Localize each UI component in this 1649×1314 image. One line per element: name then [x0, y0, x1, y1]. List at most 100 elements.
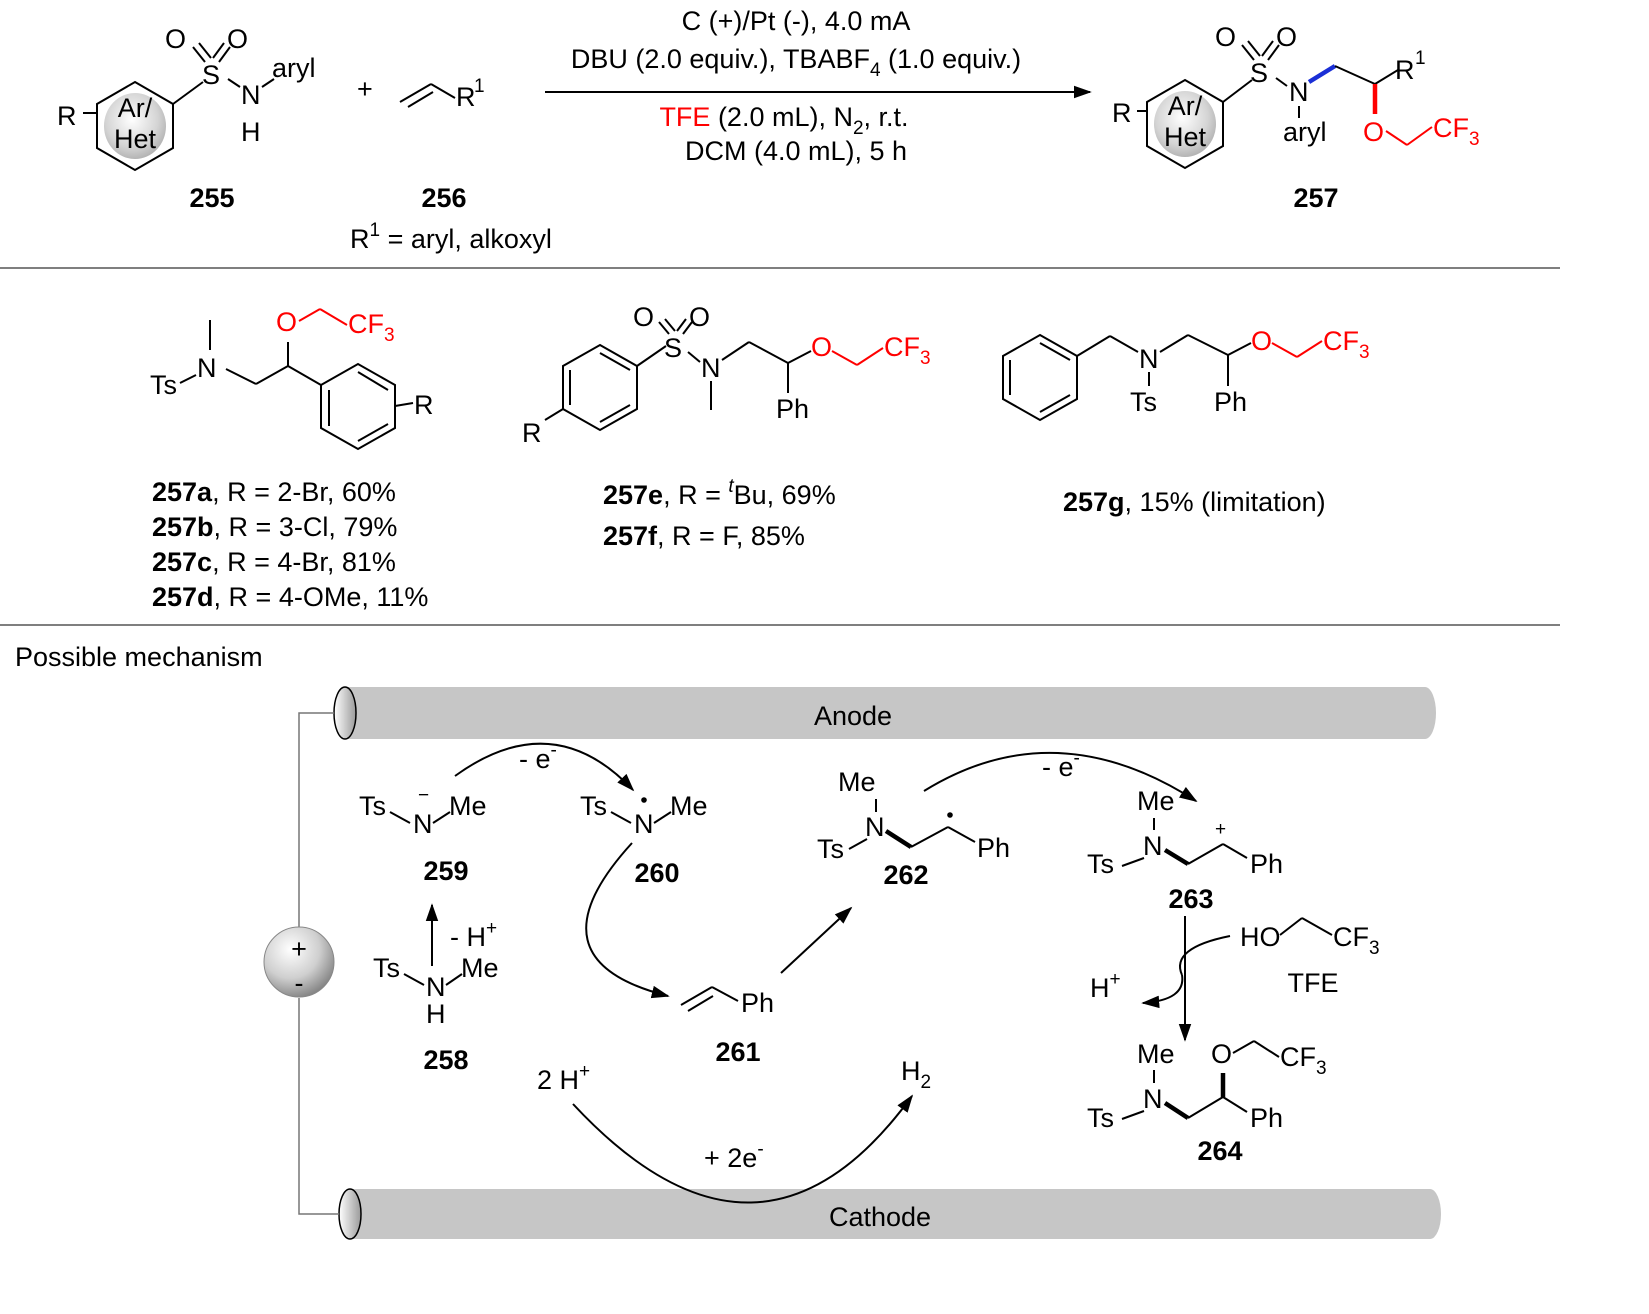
aryl-label: aryl — [272, 53, 316, 83]
svg-text:N: N — [1143, 831, 1163, 861]
scope-entry: 257e, R = tBu, 69% — [603, 476, 836, 510]
ring-shading — [1154, 91, 1216, 157]
proton-label: H+ — [1090, 969, 1121, 1003]
power-source — [263, 926, 335, 998]
svg-text:Me: Me — [461, 953, 499, 983]
svg-text:1: 1 — [1415, 48, 1426, 69]
svg-text:S: S — [1250, 58, 1268, 88]
condition-electrodes: C (+)/Pt (-), 4.0 mA — [682, 6, 911, 36]
svg-text:O: O — [1215, 22, 1236, 52]
hydrogen-atom: H — [241, 117, 261, 147]
r1-definition: R1 = aryl, alkoxyl — [350, 220, 552, 254]
species-261: Ph 261 — [680, 986, 774, 1067]
hydrogen-gas-label: H2 — [901, 1056, 931, 1093]
svg-text:O: O — [1251, 326, 1272, 356]
svg-text:−: − — [418, 785, 429, 806]
deprotonation-label: - H+ — [450, 918, 497, 952]
anode: Anode — [333, 686, 1436, 740]
scope-entries-1: 257a, R = 2-Br, 60% 257b, R = 3-Cl, 79% … — [152, 477, 428, 612]
svg-text:CF3: CF3 — [1333, 922, 1380, 959]
compound-number: 263 — [1168, 884, 1213, 914]
reduction-label: + 2e- — [704, 1139, 764, 1173]
nitrogen-atom: N — [241, 80, 261, 110]
radical-dot — [947, 812, 953, 818]
reaction-conditions: C (+)/Pt (-), 4.0 mA DBU (2.0 equiv.), T… — [545, 6, 1092, 166]
benzene-ring — [320, 362, 396, 451]
svg-text:R: R — [522, 418, 542, 448]
species-260: Ts N Me 260 — [580, 791, 708, 888]
reactant-256: R 1 256 R1 = aryl, alkoxyl — [350, 76, 552, 254]
condition-time: DCM (4.0 mL), 5 h — [685, 136, 907, 166]
svg-text:Me: Me — [838, 767, 876, 797]
svg-text:Me: Me — [670, 791, 708, 821]
compound-number: 262 — [883, 860, 928, 890]
nitrogen-atom: N — [1289, 77, 1309, 107]
svg-text:N: N — [1143, 1084, 1163, 1114]
svg-text:O: O — [811, 332, 832, 362]
species-258: Ts N H Me 258 — [373, 953, 499, 1075]
scope-entry: 257f, R = F, 85% — [603, 521, 805, 551]
svg-text:R: R — [1112, 98, 1132, 128]
radical-dot — [641, 797, 647, 803]
compound-number: 259 — [423, 856, 468, 886]
sulfur-atom: S — [202, 60, 220, 90]
svg-text:R: R — [1395, 55, 1415, 85]
carbocation-charge: + — [1215, 819, 1226, 840]
cathode-rod — [350, 1189, 1441, 1239]
svg-text:Ts: Ts — [1087, 1103, 1114, 1133]
svg-text:Me: Me — [1137, 1039, 1175, 1069]
product-257: Ar/ Het R S O O N aryl R 1 O CF3 257 — [1112, 22, 1480, 213]
compound-number: 257 — [1293, 183, 1338, 213]
svg-text:Het: Het — [1164, 122, 1207, 152]
svg-text:Ts: Ts — [580, 791, 607, 821]
reduction-arrow — [572, 1094, 914, 1204]
species-259: Ts N − Me 259 — [359, 785, 487, 886]
compound-number: 255 — [189, 183, 234, 213]
benzene-ring — [1002, 333, 1078, 422]
svg-text:Ts: Ts — [373, 953, 400, 983]
scope-structure-2: R S O O N Ph O CF3 — [522, 302, 931, 448]
scope-entry: 257c, R = 4-Br, 81% — [152, 547, 396, 577]
circuit: + - — [263, 712, 339, 1215]
ring-label-bottom: Het — [114, 124, 157, 154]
radical-addition-arrow — [780, 906, 853, 974]
svg-text:Ar/: Ar/ — [1168, 91, 1203, 121]
svg-text:O: O — [1363, 117, 1384, 147]
svg-text:N: N — [634, 809, 654, 839]
oxygen-atom: O — [227, 24, 248, 54]
svg-text:HO: HO — [1240, 922, 1281, 952]
new-cn-bond — [1307, 64, 1337, 84]
svg-text:N: N — [1139, 344, 1159, 374]
species-263: Me N Ts + Ph 263 — [1087, 786, 1283, 914]
svg-text:CF3: CF3 — [1280, 1042, 1327, 1079]
svg-text:O: O — [689, 302, 710, 332]
svg-text:N: N — [865, 812, 885, 842]
svg-text:1: 1 — [474, 76, 485, 97]
oxygen-atom: O — [165, 24, 186, 54]
svg-text:Ts: Ts — [1130, 387, 1157, 417]
scope-entry: 257a, R = 2-Br, 60% — [152, 477, 396, 507]
protons-label: 2 H+ — [537, 1061, 590, 1095]
plus-sign: + — [357, 74, 373, 104]
compound-number: 256 — [421, 183, 466, 213]
condition-solvent: TFE (2.0 mL), N2, r.t. — [659, 102, 908, 139]
tfe-label: TFE — [1288, 968, 1339, 998]
compound-number: 261 — [715, 1037, 760, 1067]
svg-text:Ts: Ts — [817, 834, 844, 864]
r-substituent: R — [57, 101, 77, 131]
tfe-incoming-curve — [1179, 935, 1231, 976]
ring-shading — [104, 93, 166, 159]
oxidation-label-1: - e- — [519, 740, 557, 774]
cathode: Cathode — [338, 1188, 1441, 1240]
condition-reagents: DBU (2.0 equiv.), TBABF4 (1.0 equiv.) — [571, 44, 1021, 81]
cathode-label: Cathode — [829, 1202, 931, 1232]
anode-label: Anode — [814, 701, 892, 731]
compound-number: 258 — [423, 1045, 468, 1075]
anode-rod — [345, 687, 1436, 739]
svg-text:Ts: Ts — [150, 370, 177, 400]
scope-entry: 257d, R = 4-OMe, 11% — [152, 582, 428, 612]
negative-terminal: - — [295, 968, 304, 998]
svg-text:aryl: aryl — [1283, 117, 1327, 147]
svg-text:CF3: CF3 — [884, 332, 931, 369]
benzene-ring — [562, 343, 638, 432]
